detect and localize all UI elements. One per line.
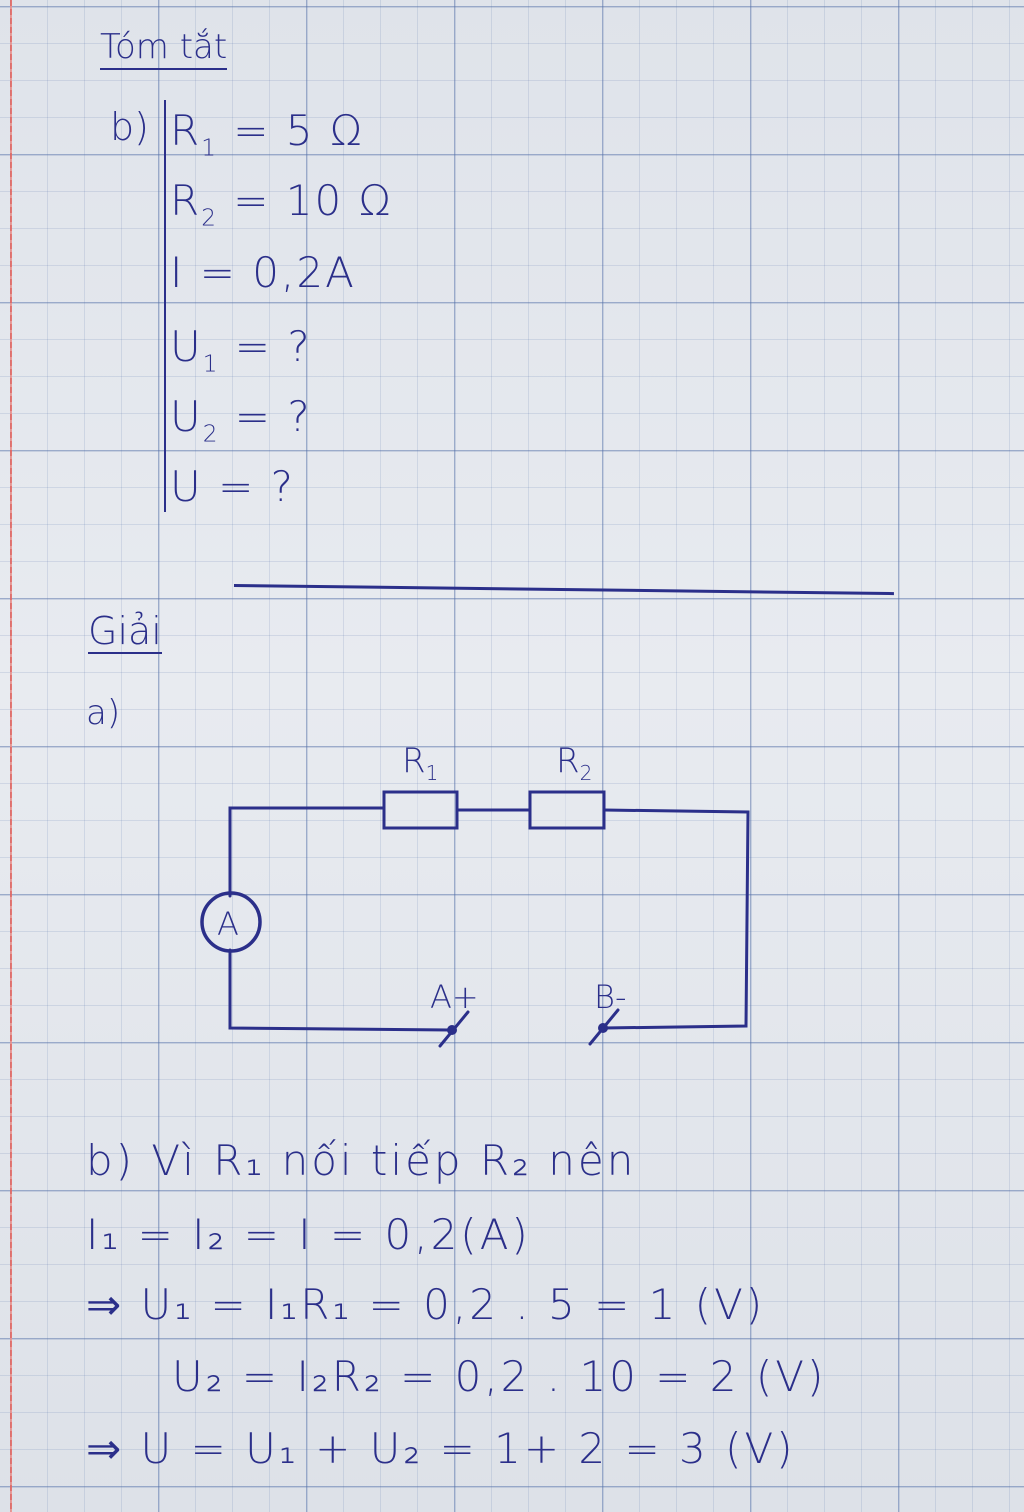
solution-line-2: I₁ = I₂ = I = 0,2(A) [86,1210,531,1259]
solution-line-4: U₂ = I₂R₂ = 0,2 . 10 = 2 (V) [172,1352,827,1401]
part-a-label: a) [86,693,121,733]
circuit-diagram: R1 R2 A A+ B- [200,741,750,1048]
resistor-r2 [528,790,606,830]
red-margin-line [10,0,12,1512]
ammeter-label: A [217,905,239,943]
given-label: b) [110,105,149,149]
terminal-minus-label: B- [594,978,627,1016]
solution-heading: Giải [88,609,162,654]
terminal-b-mark [588,1008,620,1046]
solution-line-5: ⇒ U = U₁ + U₂ = 1+ 2 = 3 (V) [86,1424,796,1473]
ammeter-symbol [200,891,262,953]
given-line-r2: R2 = 10 Ω [170,176,393,232]
r1-label: R1 [402,741,438,785]
wire-left-top [228,806,386,898]
solution-line-3: ⇒ U₁ = I₁R₁ = 0,2 . 5 = 1 (V) [86,1280,766,1329]
page-title: Tóm tắt [100,30,228,70]
terminal-plus-label: A+ [430,978,479,1016]
wire-right [602,808,750,1030]
given-line-u1: U1 = ? [170,322,312,378]
given-line-current: I = 0,2A [170,248,356,297]
given-line-r1: R1 = 5 Ω [170,106,364,162]
resistor-r1 [382,790,459,830]
given-line-u2: U2 = ? [170,392,312,448]
r2-label: R2 [556,741,592,785]
given-line-u: U = ? [170,462,295,511]
solution-line-1: b) Vì R₁ nối tiếp R₂ nên [86,1136,637,1185]
wire-bottom-left [228,948,452,1032]
given-divider [164,100,166,512]
terminal-a-mark [438,1010,470,1048]
